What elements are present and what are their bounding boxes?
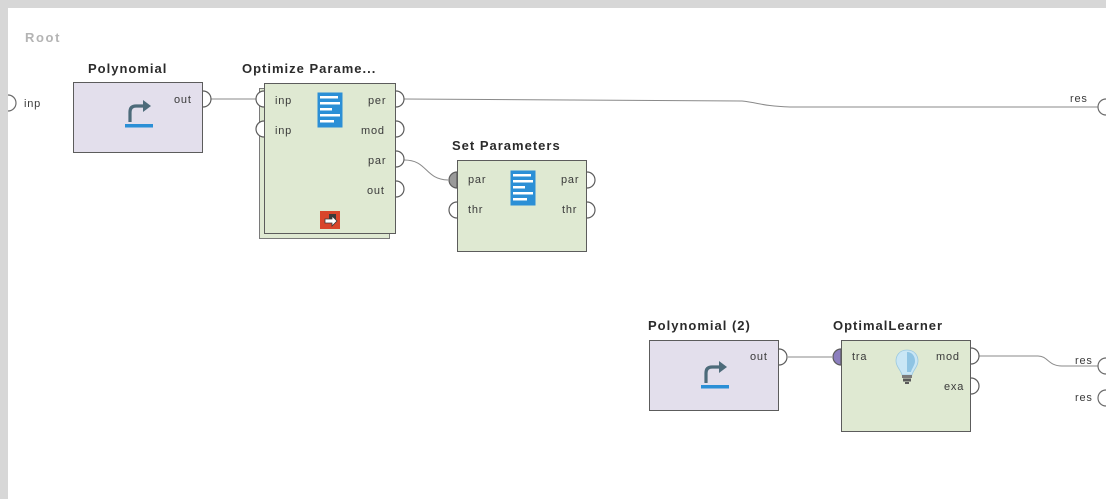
port-label-par-out: par — [561, 174, 580, 186]
process-output-port-res-2[interactable] — [1097, 357, 1106, 375]
port-label-par-in: par — [468, 174, 487, 186]
operator-optimal-learner[interactable]: tra mod exa — [841, 340, 971, 432]
operator-polynomial-2[interactable]: out — [649, 340, 779, 411]
port-optimize-out[interactable] — [395, 180, 405, 198]
port-learner-tra[interactable] — [832, 348, 842, 366]
operator-title-polynomial: Polynomial — [88, 61, 168, 76]
port-polynomial2-out[interactable] — [778, 348, 788, 366]
document-list-icon — [510, 170, 536, 206]
port-label-inp-1: inp — [275, 95, 293, 107]
operator-title-polynomial-2: Polynomial (2) — [648, 318, 751, 333]
process-input-label: inp — [24, 98, 42, 110]
process-input-port-inp[interactable] — [7, 94, 17, 112]
port-label-exa: exa — [944, 381, 965, 393]
execute-subprocess-icon[interactable] — [320, 211, 340, 229]
port-learner-mod[interactable] — [970, 347, 980, 365]
process-output-port-res-3[interactable] — [1097, 389, 1106, 407]
operator-set-parameters[interactable]: par thr par thr — [457, 160, 587, 252]
port-label-mod: mod — [361, 125, 385, 137]
process-output-label-2: res — [1075, 355, 1093, 367]
port-label-thr-in: thr — [468, 204, 484, 216]
port-setparams-thr-in[interactable] — [448, 201, 458, 219]
process-output-port-res-1[interactable] — [1097, 98, 1106, 116]
lightbulb-icon — [895, 349, 919, 384]
port-optimize-per[interactable] — [395, 90, 405, 108]
port-optimize-par[interactable] — [395, 150, 405, 168]
port-label-tra: tra — [852, 351, 868, 363]
port-optimize-mod[interactable] — [395, 120, 405, 138]
process-output-label-1: res — [1070, 93, 1088, 105]
port-label-par: par — [368, 155, 387, 167]
operator-title-set-parameters: Set Parameters — [452, 138, 561, 153]
port-setparams-thr-out[interactable] — [586, 201, 596, 219]
port-label-out: out — [367, 185, 385, 197]
redo-arrow-icon — [701, 361, 729, 389]
port-label-inp-2: inp — [275, 125, 293, 137]
canvas-frame-left — [0, 0, 8, 499]
operator-polynomial[interactable]: out — [73, 82, 203, 153]
port-label-out: out — [174, 94, 192, 106]
process-root-label: Root — [25, 30, 61, 45]
port-learner-exa[interactable] — [970, 377, 980, 395]
port-label-out: out — [750, 351, 768, 363]
port-optimize-inp-2[interactable] — [255, 120, 265, 138]
port-label-thr-out: thr — [562, 204, 578, 216]
port-polynomial-out[interactable] — [202, 90, 212, 108]
process-output-label-3: res — [1075, 392, 1093, 404]
port-setparams-par-in[interactable] — [448, 171, 458, 189]
port-label-per: per — [368, 95, 387, 107]
port-label-mod: mod — [936, 351, 960, 363]
canvas-frame-top — [0, 0, 1106, 8]
port-optimize-inp-1[interactable] — [255, 90, 265, 108]
connection-optimize-par-to-setparams — [403, 159, 449, 181]
port-setparams-par-out[interactable] — [586, 171, 596, 189]
canvas-right-edge — [1098, 8, 1106, 499]
connection-optimize-per-to-res — [403, 98, 1100, 108]
operator-title-optimize: Optimize Parame... — [242, 61, 377, 76]
redo-arrow-icon — [125, 100, 153, 128]
operator-title-optimal-learner: OptimalLearner — [833, 318, 944, 333]
operator-optimize-parameters[interactable]: inp inp per mod par out — [264, 83, 396, 234]
document-list-icon — [317, 92, 343, 128]
